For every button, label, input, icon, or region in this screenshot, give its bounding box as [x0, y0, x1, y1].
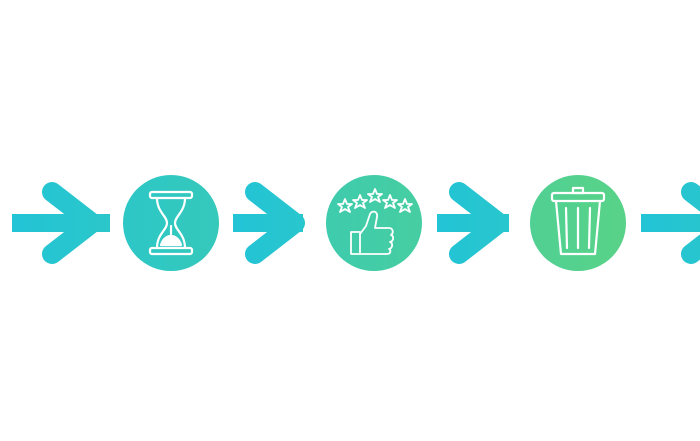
trash-bin-icon: [550, 186, 606, 256]
flow-arrow-2: [233, 182, 305, 264]
star-icon: [337, 198, 353, 213]
thumbs-up-five-stars-icon: [337, 188, 413, 255]
step-circle-hourglass: [123, 175, 219, 271]
star-icon: [352, 194, 368, 209]
flow-arrow-3: [437, 182, 509, 264]
star-icon: [367, 188, 383, 203]
flow-arrow-4: [641, 182, 700, 264]
step-circle-trash: [530, 175, 626, 271]
star-icon: [382, 194, 398, 209]
step-circle-rating: [326, 175, 422, 271]
hourglass-icon: [148, 190, 194, 256]
star-icon: [397, 198, 413, 213]
flow-arrow-1: [12, 182, 110, 264]
